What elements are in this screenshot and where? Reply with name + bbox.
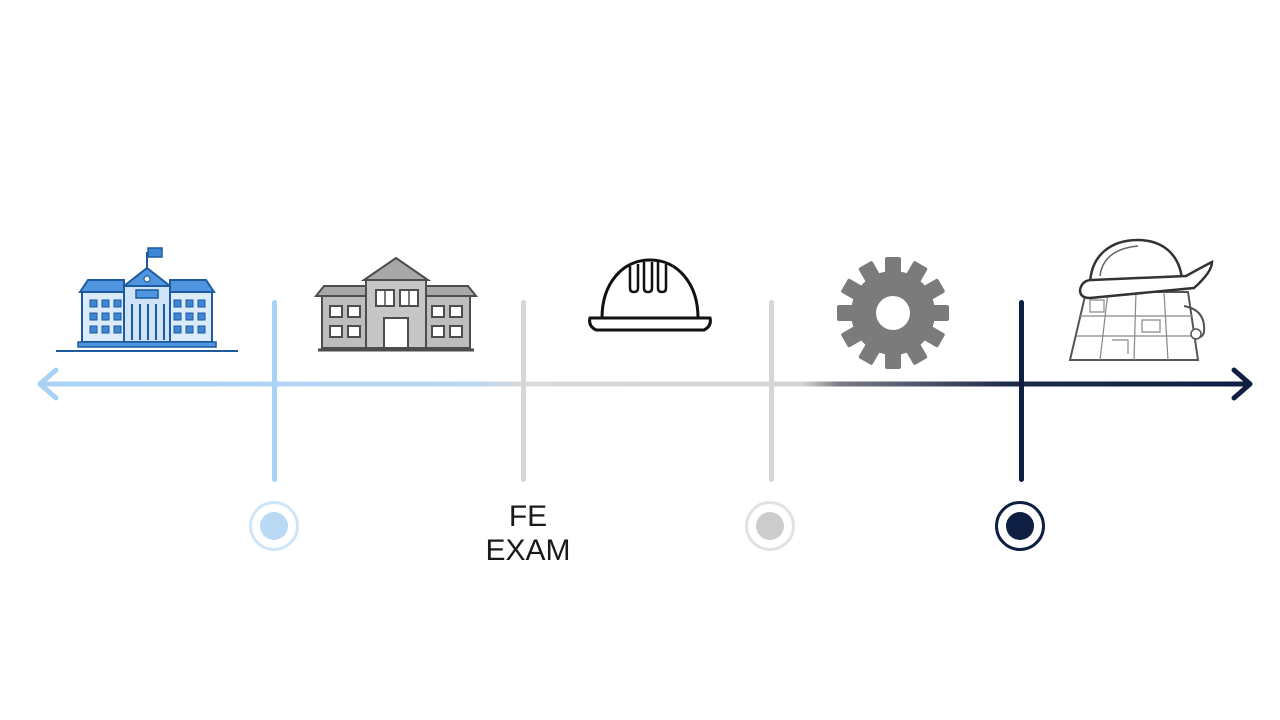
university-building-icon [56,247,238,352]
arrow-right-head [1231,367,1253,401]
fe-exam-label: FE EXAM [468,500,588,568]
timeline-arrow [37,367,1253,401]
gear-icon [837,257,949,369]
hard-hat-icon [588,258,712,332]
hard-hat-blueprint-icon [1068,238,1214,361]
milestone-dot-1 [249,501,299,551]
milestone-tick-1 [272,300,277,482]
arrow-left-head [37,367,59,401]
milestone-tick-2 [521,300,526,482]
fe-exam-label-line1: FE [508,500,548,533]
milestone-tick-4 [1019,300,1024,482]
milestone-dot-3 [745,501,795,551]
milestone-dot-4 [995,501,1045,551]
fe-exam-label-line2: EXAM [485,534,571,567]
school-building-icon [313,256,479,352]
milestone-tick-3 [769,300,774,482]
